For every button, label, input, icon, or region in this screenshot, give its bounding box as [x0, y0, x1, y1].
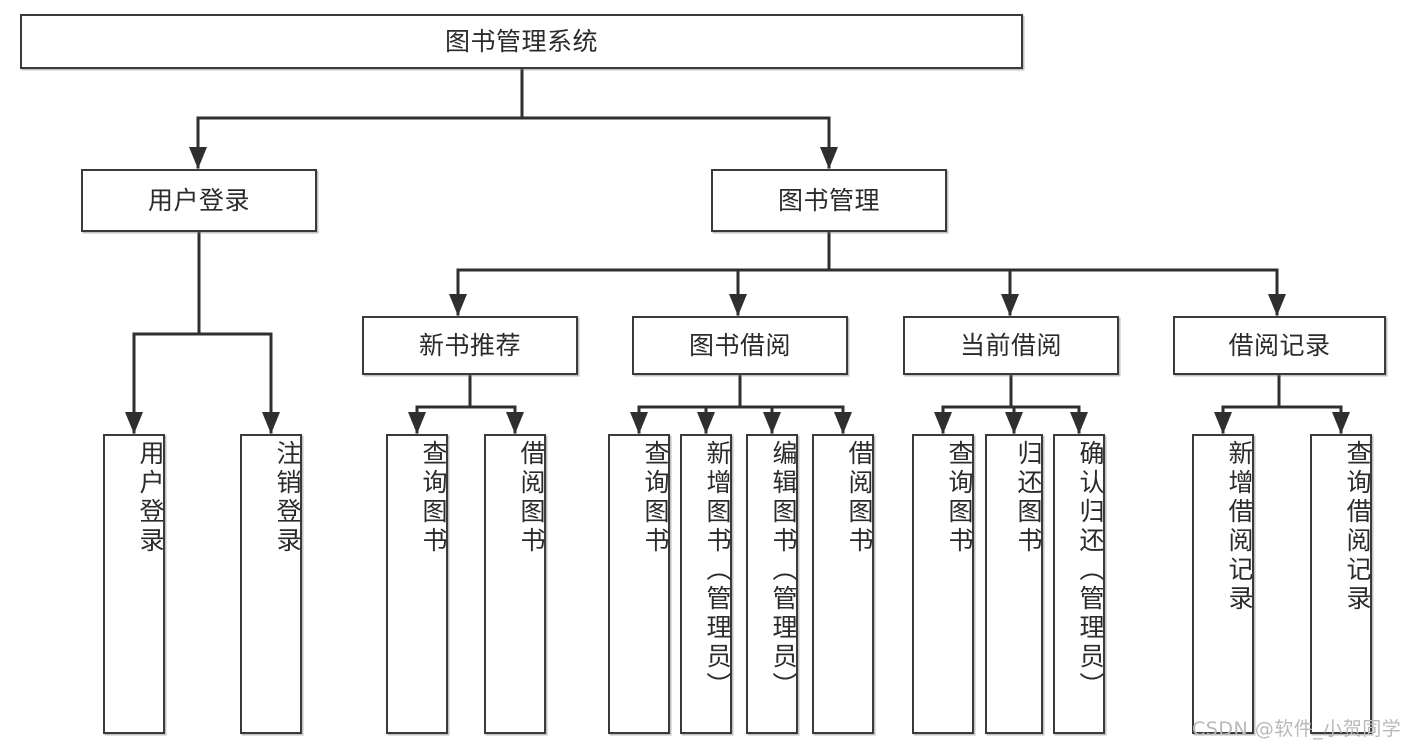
- node-leaf-query-book-3-label: 查询图书: [945, 440, 974, 556]
- node-leaf-user-login[interactable]: 用户登录: [103, 434, 165, 734]
- book-borrow-bus-arrowhead-3: [834, 412, 852, 434]
- book-borrow-bus-arrowhead-2: [763, 412, 781, 434]
- node-leaf-query-record[interactable]: 查询借阅记录: [1310, 434, 1372, 734]
- node-book-manage[interactable]: 图书管理: [711, 169, 947, 232]
- node-book-borrow-label: 图书借阅: [688, 330, 791, 360]
- node-leaf-confirm-return-text-wrap: 确认归还（管理员）: [1055, 436, 1105, 732]
- book-manage-bus-arrowhead-3: [1268, 294, 1286, 316]
- node-user-login-label: 用户登录: [147, 185, 250, 215]
- node-leaf-borrow-book-1-text-wrap: 借阅图书: [486, 436, 546, 732]
- node-leaf-confirm-return[interactable]: 确认归还（管理员）: [1053, 434, 1105, 734]
- new-book-rec-bus-arrowhead-0: [408, 412, 426, 434]
- book-borrow-bus-arrowhead-1: [697, 412, 715, 434]
- node-leaf-borrow-book-2-text-wrap: 借阅图书: [814, 436, 874, 732]
- node-leaf-add-book-label: 新增图书（管理员）: [703, 440, 732, 701]
- node-leaf-query-book-3[interactable]: 查询图书: [912, 434, 974, 734]
- node-borrow-record-label: 借阅记录: [1228, 330, 1331, 360]
- node-root-label: 图书管理系统: [444, 26, 598, 56]
- node-leaf-add-record-label: 新增借阅记录: [1225, 440, 1254, 614]
- node-leaf-query-book-2-text-wrap: 查询图书: [610, 436, 670, 732]
- node-book-borrow[interactable]: 图书借阅: [632, 316, 848, 375]
- current-borrow-bus-arrowhead-2: [1070, 412, 1088, 434]
- node-leaf-return-book-text-wrap: 归还图书: [987, 436, 1043, 732]
- user-login-bus-arrowhead-0: [125, 412, 143, 434]
- node-leaf-query-book-3-text-wrap: 查询图书: [914, 436, 974, 732]
- node-user-login[interactable]: 用户登录: [81, 169, 317, 232]
- node-leaf-query-book-2[interactable]: 查询图书: [608, 434, 670, 734]
- book-borrow-bus-arrowhead-0: [630, 412, 648, 434]
- node-book-manage-label: 图书管理: [777, 185, 880, 215]
- node-leaf-borrow-book-2[interactable]: 借阅图书: [812, 434, 874, 734]
- node-leaf-return-book[interactable]: 归还图书: [985, 434, 1043, 734]
- node-root[interactable]: 图书管理系统: [20, 14, 1023, 69]
- book-manage-bus-arrowhead-0: [449, 294, 467, 316]
- node-leaf-query-book-1-text-wrap: 查询图书: [388, 436, 448, 732]
- node-leaf-logout-label: 注销登录: [273, 440, 302, 556]
- new-book-rec-bus-arrowhead-1: [506, 412, 524, 434]
- book-manage-bus-arrowhead-1: [729, 294, 747, 316]
- node-borrow-record[interactable]: 借阅记录: [1173, 316, 1386, 375]
- node-leaf-edit-book[interactable]: 编辑图书（管理员）: [746, 434, 798, 734]
- node-leaf-query-record-label: 查询借阅记录: [1343, 440, 1372, 614]
- current-borrow-bus-arrowhead-1: [1005, 412, 1023, 434]
- book-manage-bus-arrowhead-2: [1001, 294, 1019, 316]
- current-borrow-bus-arrowhead-0: [934, 412, 952, 434]
- node-leaf-borrow-book-1-label: 借阅图书: [517, 440, 546, 556]
- node-leaf-query-book-1-label: 查询图书: [419, 440, 448, 556]
- node-leaf-query-record-text-wrap: 查询借阅记录: [1312, 436, 1372, 732]
- node-leaf-user-login-label: 用户登录: [136, 440, 165, 556]
- node-leaf-borrow-book-2-label: 借阅图书: [845, 440, 874, 556]
- node-leaf-query-book-1[interactable]: 查询图书: [386, 434, 448, 734]
- node-leaf-add-record-text-wrap: 新增借阅记录: [1194, 436, 1254, 732]
- node-leaf-add-record[interactable]: 新增借阅记录: [1192, 434, 1254, 734]
- node-current-borrow[interactable]: 当前借阅: [903, 316, 1119, 375]
- node-leaf-edit-book-text-wrap: 编辑图书（管理员）: [748, 436, 798, 732]
- node-leaf-add-book-text-wrap: 新增图书（管理员）: [682, 436, 732, 732]
- node-leaf-return-book-label: 归还图书: [1014, 440, 1043, 556]
- user-login-bus-arrowhead-1: [262, 412, 280, 434]
- node-leaf-add-book[interactable]: 新增图书（管理员）: [680, 434, 732, 734]
- watermark-text: CSDN @软件_小贺同学: [1192, 718, 1402, 740]
- node-new-book-rec[interactable]: 新书推荐: [362, 316, 578, 375]
- borrow-record-bus-arrowhead-0: [1214, 412, 1232, 434]
- node-leaf-confirm-return-label: 确认归还（管理员）: [1076, 440, 1105, 701]
- root-bus-arrowhead-1: [820, 147, 838, 169]
- node-leaf-edit-book-label: 编辑图书（管理员）: [769, 440, 798, 701]
- node-current-borrow-label: 当前借阅: [959, 330, 1062, 360]
- node-new-book-rec-label: 新书推荐: [418, 330, 521, 360]
- node-leaf-query-book-2-label: 查询图书: [641, 440, 670, 556]
- node-leaf-user-login-text-wrap: 用户登录: [105, 436, 165, 732]
- node-leaf-logout[interactable]: 注销登录: [240, 434, 302, 734]
- borrow-record-bus-arrowhead-1: [1332, 412, 1350, 434]
- node-leaf-logout-text-wrap: 注销登录: [242, 436, 302, 732]
- node-leaf-borrow-book-1[interactable]: 借阅图书: [484, 434, 546, 734]
- root-bus-arrowhead-0: [189, 147, 207, 169]
